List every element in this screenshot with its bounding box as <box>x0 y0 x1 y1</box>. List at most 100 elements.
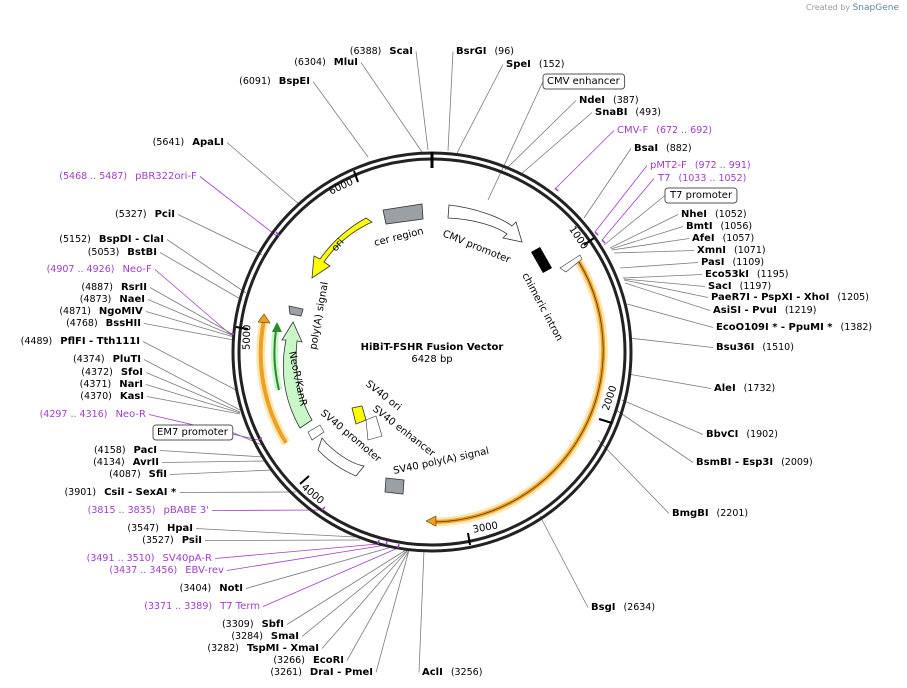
leader-psii <box>204 539 361 541</box>
site-label-bspei: (6091)BspEI <box>239 76 310 87</box>
site-label-tspmi-xmai: (3282)TspMI - XmaI <box>207 643 319 654</box>
leader-bstbi <box>159 252 243 301</box>
ori-arrow <box>311 217 373 279</box>
polya-signal-block <box>288 305 304 317</box>
site-position-ngomiv: (4871) <box>59 306 91 317</box>
leader-apali <box>226 142 301 206</box>
site-name-afei: AfeI <box>692 233 715 244</box>
site-name-neo-r: Neo-R <box>115 409 146 420</box>
neo-orf-arrowhead <box>257 313 271 324</box>
site-name-t7-term: T7 Term <box>219 601 260 612</box>
site-name-t7: T7 <box>657 173 670 184</box>
tick-4000 <box>299 475 310 485</box>
site-label-t7-promoter: T7 promoter <box>669 190 733 201</box>
site-label-bmti: BmtI (1056) <box>686 221 752 232</box>
leader-snabi <box>519 112 593 176</box>
site-name-bspdi-clai: BspDI - ClaI <box>99 234 164 245</box>
primer-tick-t7term <box>397 543 400 549</box>
leader-cmv-enhancer <box>487 81 544 201</box>
site-name-drai-pmei: DraI - PmeI <box>310 667 373 678</box>
site-name-alei: AleI <box>714 383 736 394</box>
orf-arc-halo <box>431 259 608 527</box>
site-label-bsmbi-esp3i: BsmBI - Esp3I (2009) <box>696 457 813 468</box>
site-label-pbr322ori-f: (5468 .. 5487)pBR322ori-F <box>59 171 197 182</box>
primer-ticks <box>230 187 606 549</box>
site-position-eco53ki: (1195) <box>757 269 789 280</box>
site-label-snabi: SnaBI(493) <box>595 107 661 118</box>
sv40-polya-block <box>384 477 405 495</box>
leader-bsu36i <box>628 337 714 348</box>
sv40-ori-block <box>351 405 367 425</box>
site-position-pbabe-3: (3815 .. 3835) <box>88 505 156 516</box>
site-label-bmgbi: BmgBI(2201) <box>672 508 748 519</box>
cmv-promoter-arrow <box>447 204 523 243</box>
orf-arrowhead <box>425 515 437 527</box>
site-label-ecoo109i-ppumi: EcoO109I * - PpuMI *(1382) <box>716 322 872 333</box>
leader-em7-promoter <box>232 432 265 447</box>
site-name-mlui: MluI <box>334 57 358 68</box>
site-name-sbfi: SbfI <box>262 619 284 630</box>
leader-pasi <box>619 262 699 269</box>
site-position-scai: (6388) <box>350 46 382 57</box>
leader-bmti <box>610 226 684 250</box>
site-name-paci: PacI <box>134 445 157 456</box>
site-name-nari: NarI <box>119 379 143 390</box>
polya-signal-label: poly(A) signal <box>308 281 331 350</box>
site-label-alei: AleI(1732) <box>714 383 775 394</box>
site-name-ebv-rev: EBV-rev <box>185 565 224 576</box>
site-name-ecoo109i-ppumi: EcoO109I * - PpuMI * <box>716 322 833 333</box>
site-label-mlui: (6304)MluI <box>294 57 358 68</box>
site-label-pbabe-3: (3815 .. 3835)pBABE 3' <box>88 505 209 516</box>
leader-scai <box>415 51 429 151</box>
site-label-csii-sexai: (3901)CsiI - SexAI * <box>64 487 177 498</box>
leader-hpai <box>195 528 356 538</box>
site-label-drai-pmei: (3261)DraI - PmeI <box>270 667 373 678</box>
site-label-kasi: (4370)KasI <box>80 391 144 402</box>
leader-avrii <box>161 460 267 463</box>
site-position-t7-term: (3371 .. 3389) <box>144 601 212 612</box>
site-name-eco53ki: Eco53kI <box>705 269 749 280</box>
leader-bspei <box>312 81 369 158</box>
site-position-ecori: (3266) <box>273 655 305 666</box>
leader-pcii <box>177 214 263 256</box>
site-label-pflfi-tth111i: (4489)PflFI - Tth111I <box>21 336 140 347</box>
em7-promoter-arrow <box>307 424 325 441</box>
leader-neo-f <box>154 269 231 335</box>
site-name-pasi: PasI <box>701 257 724 268</box>
orf-arc-line <box>431 261 604 523</box>
tick-label-3000: 3000 <box>472 520 499 535</box>
site-name-bmti: BmtI <box>686 221 713 232</box>
leader-naei <box>147 299 235 337</box>
site-position-bsmbi-esp3i: (2009) <box>781 457 813 468</box>
chimeric-intron-arrow <box>559 254 583 273</box>
site-label-ndei: NdeI (387) <box>579 95 639 106</box>
site-name-naei: NaeI <box>119 294 145 305</box>
sv40-promoter-arrow <box>317 437 365 477</box>
site-name-paer7i-pspxi-xhoi: PaeR7I - PspXI - XhoI <box>711 292 829 303</box>
leader-sfii <box>169 469 273 475</box>
site-label-bsai: BsaI(882) <box>634 143 692 154</box>
leader-bsai <box>583 148 632 219</box>
site-position-ndei: (387) <box>613 95 639 106</box>
leader-bbvci <box>621 399 704 435</box>
site-label-cmv-f: CMV-F(672 .. 692) <box>617 125 712 136</box>
site-label-bbvci: BbvCI(1902) <box>706 429 778 440</box>
site-name-bsmbi-esp3i: BsmBI - Esp3I <box>696 457 773 468</box>
site-name-csii-sexai: CsiI - SexAI * <box>104 487 177 498</box>
site-position-bmti: (1056) <box>721 221 753 232</box>
primer-tick-neor <box>257 437 263 441</box>
site-name-ecori: EcoRI <box>313 655 344 666</box>
site-position-sv40pa-r: (3491 .. 3510) <box>87 553 155 564</box>
feature-name-cmv-enhancer: CMV enhancer <box>547 76 621 87</box>
site-position-naei: (4873) <box>80 294 112 305</box>
site-position-pflfi-tth111i: (4489) <box>21 336 53 347</box>
site-label-naei: (4873) NaeI <box>80 294 145 305</box>
site-name-bsshii: BssHII <box>106 318 141 329</box>
site-position-sfoi: (4372) <box>81 367 113 378</box>
site-name-bstbi: BstBI <box>127 247 157 258</box>
site-name-bmgbi: BmgBI <box>672 508 709 519</box>
feature-box-t7-promoter <box>664 187 738 204</box>
site-name-ndei: NdeI <box>579 95 605 106</box>
primer-tick-pbr322 <box>275 231 280 237</box>
